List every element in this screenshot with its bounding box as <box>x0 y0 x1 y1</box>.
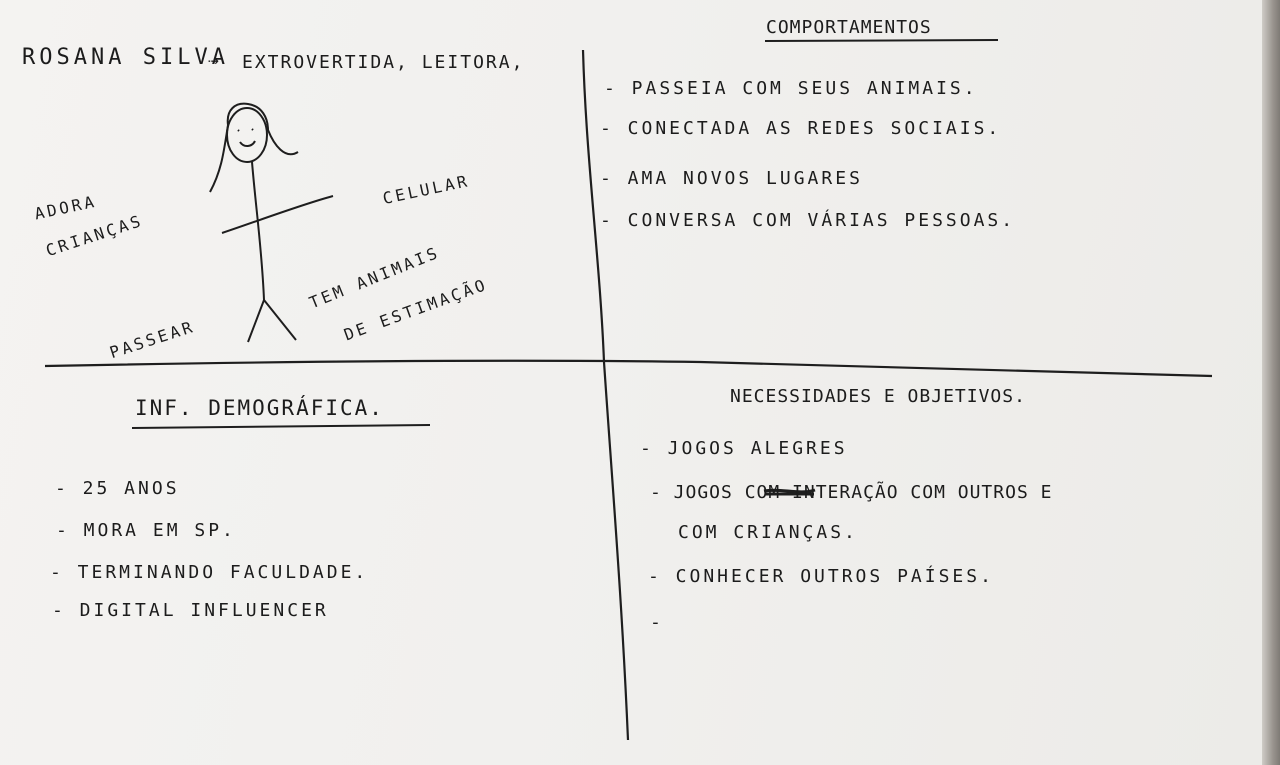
demografica-heading: Inf. Demográfica. <box>135 396 384 420</box>
comportamentos-item: - Passeia com seus animais. <box>604 78 978 99</box>
comportamentos-item: - Conectada as redes sociais. <box>600 118 1002 139</box>
demografica-item: - 25 anos <box>55 478 180 499</box>
board-edge <box>1262 0 1280 765</box>
necessidades-item: - <box>650 612 664 633</box>
comportamentos-item: - Ama novos lugares <box>600 168 863 189</box>
comportamentos-heading: Comportamentos <box>766 17 932 38</box>
stick-figure <box>209 102 334 343</box>
demografica-underline <box>131 424 431 429</box>
necessidades-heading: Necessidades e Objetivos. <box>730 386 1026 407</box>
figure-face <box>237 128 256 147</box>
necessidades-item: - Conhecer outros países. <box>648 566 994 587</box>
necessidades-item: - Jogos alegres <box>640 438 848 459</box>
horizontal-divider <box>44 359 1213 378</box>
demografica-item: - Terminando faculdade. <box>50 562 369 583</box>
persona-name: Rosana Silva <box>22 45 229 70</box>
comportamentos-underline <box>764 39 999 42</box>
figure-body <box>251 161 265 301</box>
demografica-item: - mora em SP. <box>56 520 236 541</box>
figure-legs <box>247 299 297 343</box>
figure-arms <box>221 195 334 234</box>
necessidades-item: com crianças. <box>678 522 858 543</box>
vertical-divider <box>581 49 630 741</box>
scribble-out <box>763 488 816 496</box>
demografica-item: - Digital Influencer <box>52 600 329 621</box>
figure-head <box>226 107 268 163</box>
comportamentos-item: - Conversa com várias pessoas. <box>600 210 1016 231</box>
figure-hair <box>209 102 299 193</box>
necessidades-item: - Jogos com interação com outros e <box>650 482 1053 503</box>
persona-traits: extrovertida, leitora, <box>242 52 525 73</box>
persona-arrow: ⇢ <box>208 50 222 71</box>
